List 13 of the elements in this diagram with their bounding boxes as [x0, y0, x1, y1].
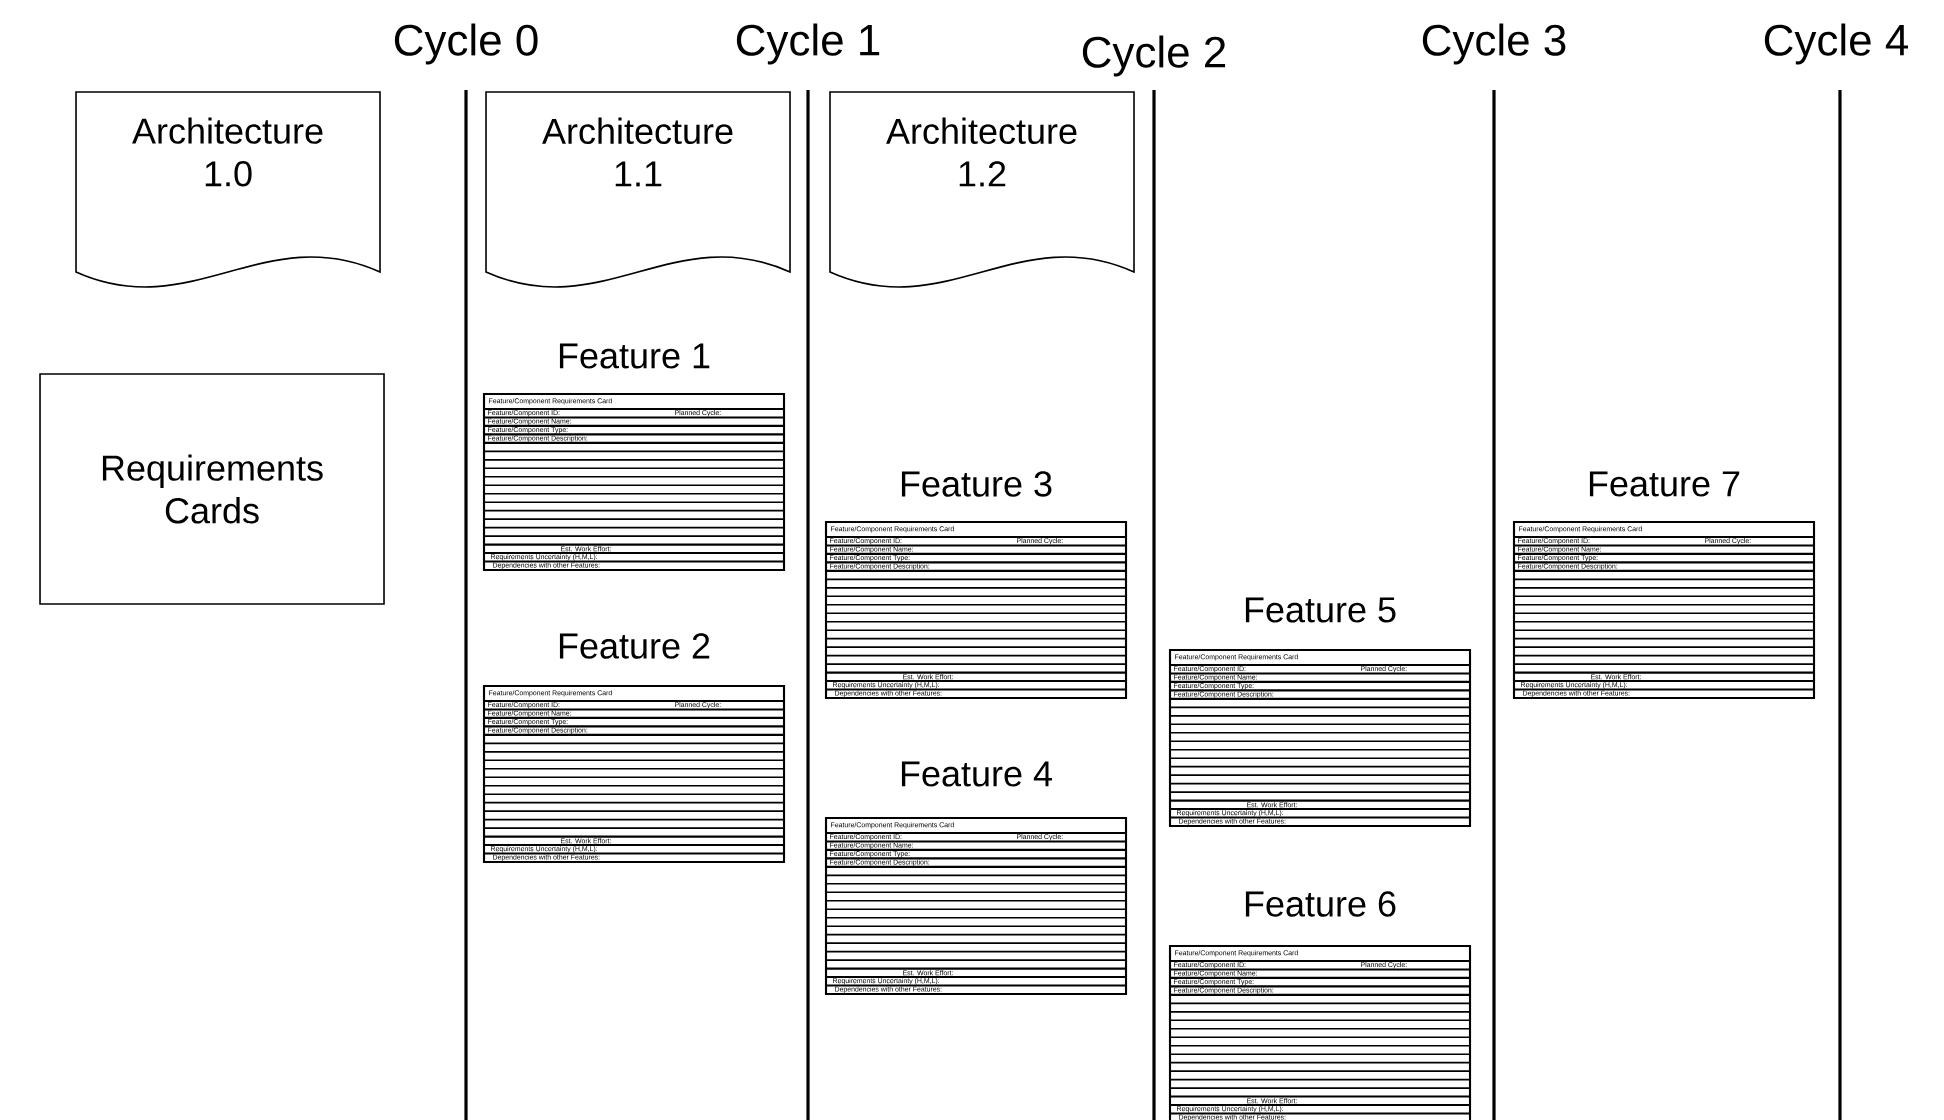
- feature-label: Feature 6: [1245, 891, 1396, 917]
- cycle-label: Cycle 0: [394, 23, 538, 65]
- process-box: Requirements Cards: [39, 373, 385, 605]
- feature-label: Feature 1: [559, 343, 710, 369]
- feature-label: Feature 2: [559, 633, 710, 659]
- feature-label: Feature 5: [1245, 597, 1396, 623]
- cycle-label: Cycle 2: [1082, 35, 1226, 77]
- feature-label: Feature 4: [901, 761, 1052, 787]
- feature-label: Feature 7: [1589, 471, 1740, 497]
- cycle-label: Cycle 4: [1764, 23, 1908, 65]
- feature-label: Feature 3: [901, 471, 1052, 497]
- cycle-label: Cycle 3: [1422, 23, 1566, 65]
- cycle-label: Cycle 1: [736, 23, 880, 65]
